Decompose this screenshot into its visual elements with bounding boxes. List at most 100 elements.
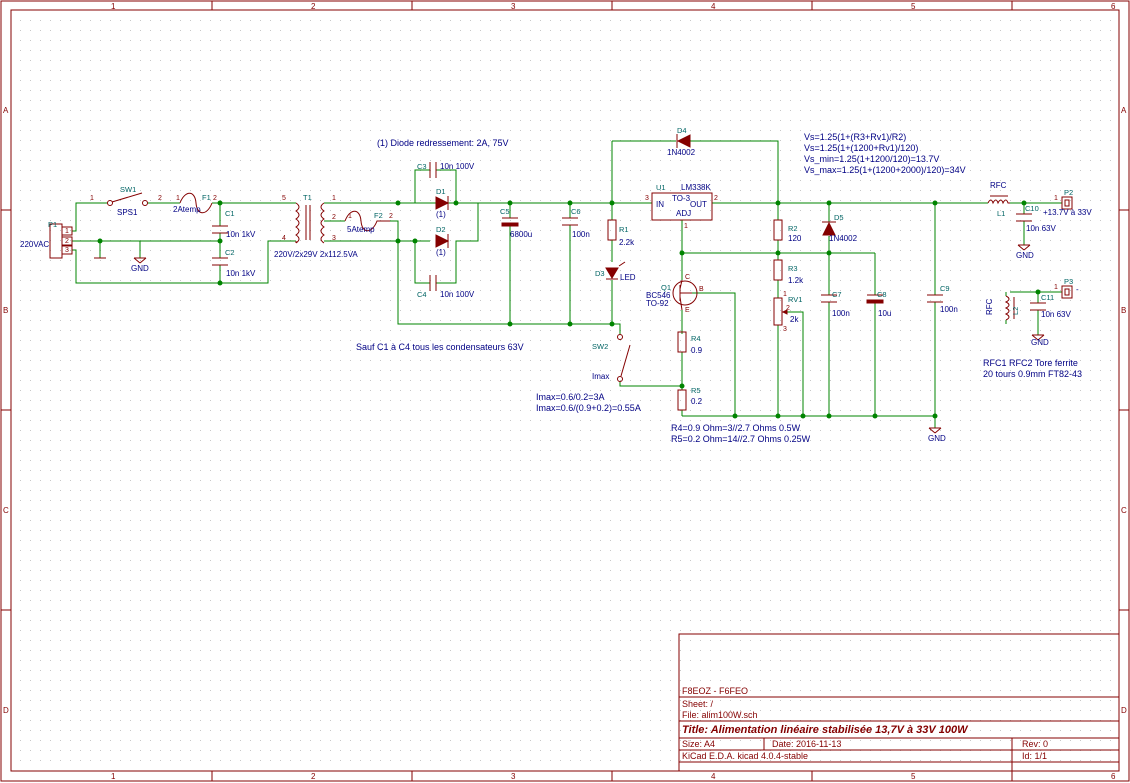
p1-pin2: 2	[65, 238, 69, 245]
inductor-l2: L2 RFC	[985, 295, 1020, 321]
gnd-label-2: GND	[928, 434, 946, 443]
diode-d1: D1 (1)	[435, 187, 450, 219]
f2-value: 5Atemp	[347, 225, 375, 234]
c1-value: 10n 1kV	[226, 230, 256, 239]
c1-ref: C1	[225, 209, 235, 218]
c5-value: 6800u	[510, 230, 532, 239]
notes: (1) Diode redressement: 2A, 75V Sauf C1 …	[356, 132, 1082, 444]
r5-ref: R5	[691, 386, 701, 395]
q1-pin-c: C	[685, 274, 690, 281]
c10-ref: C10	[1025, 204, 1039, 213]
title-block-sheet: Sheet: /	[682, 699, 714, 709]
r5-value: 0.2	[691, 397, 703, 406]
q1-pin-e: E	[685, 307, 690, 314]
imax-line-1: Imax=0.6/0.2=3A	[536, 392, 605, 402]
formula-line-1: Vs=1.25(1+(R3+Rv1)/R2)	[804, 132, 906, 142]
gnd-symbol-4: GND	[1016, 244, 1034, 260]
diode-d4: D4 1N4002	[667, 126, 696, 157]
l1-ref: L1	[997, 209, 1005, 218]
rv1-ref: RV1	[788, 295, 802, 304]
d2-value: (1)	[436, 248, 446, 257]
u1-pin-out: 2	[714, 195, 718, 202]
gnd-label-3: GND	[1016, 251, 1034, 260]
p1-ref: P1	[48, 220, 57, 229]
r4-ref: R4	[691, 334, 701, 343]
p2-value: +13.7V à 33V	[1043, 208, 1092, 217]
t1-pin2: 2	[332, 214, 336, 221]
col-label-3: 3	[511, 2, 516, 11]
gnd-label-1: GND	[131, 264, 149, 273]
c6-value: 100n	[572, 230, 590, 239]
f2-ref: F2	[374, 211, 383, 220]
connector-p2: P2 1 +13.7V à 33V	[1043, 188, 1092, 217]
connector-p1: P1 220VAC 1 2 3	[20, 220, 73, 259]
q1-value: BC546	[646, 291, 671, 300]
wires	[72, 140, 1062, 428]
c8-value: 10u	[878, 309, 891, 318]
c11-value: 10n 63V	[1041, 310, 1071, 319]
p1-pin3: 3	[65, 247, 69, 254]
diode-note: (1) Diode redressement: 2A, 75V	[377, 138, 509, 148]
f1-pin2: 2	[213, 195, 217, 202]
col-label-2-bottom: 2	[311, 772, 316, 781]
capacitor-c8: C8 10u	[866, 290, 891, 318]
col-label-6: 6	[1111, 2, 1116, 11]
u1-pin-in: 3	[645, 195, 649, 202]
sw1-pin1: 1	[90, 195, 94, 202]
u1-pin-adj: 1	[684, 223, 688, 230]
switch-sw2: SW2 Imax	[592, 334, 631, 382]
gnd-label-4: GND	[1031, 338, 1049, 347]
r1-value: 2.2k	[619, 238, 635, 247]
c9-ref: C9	[940, 284, 950, 293]
c7-ref: C7	[832, 290, 842, 299]
row-label-b-right: B	[1121, 306, 1126, 315]
r2-ref: R2	[788, 224, 798, 233]
title-block-file: File: alim100W.sch	[682, 710, 758, 720]
c2-ref: C2	[225, 248, 235, 257]
l1-value: RFC	[990, 181, 1007, 190]
title-block-tool: KiCad E.D.A. kicad 4.0.4-stable	[682, 751, 808, 761]
q1-pin-b: B	[699, 286, 704, 293]
rv1-pin1: 1	[783, 291, 787, 298]
f1-pin1: 1	[176, 195, 180, 202]
sw2-ref: SW2	[592, 342, 608, 351]
c3-ref: C3	[417, 162, 427, 171]
row-label-d: D	[3, 706, 9, 715]
u1-adj-label: ADJ	[676, 209, 691, 218]
rfc-note-2: 20 tours 0.9mm FT82-43	[983, 369, 1082, 379]
f2-pin2: 2	[389, 213, 393, 220]
p2-ref: P2	[1064, 188, 1073, 197]
title-block-title: Title: Alimentation linéaire stabilisée …	[682, 724, 969, 736]
d3-ref: D3	[595, 269, 605, 278]
sw1-value: SPS1	[117, 208, 138, 217]
col-label-6-bottom: 6	[1111, 772, 1116, 781]
c8-ref: C8	[877, 290, 887, 299]
c10-value: 10n 63V	[1026, 224, 1056, 233]
t1-pin3: 3	[332, 235, 336, 242]
d1-value: (1)	[436, 210, 446, 219]
rv1-pin2: 2	[786, 305, 790, 312]
u1-out-label: OUT	[690, 200, 707, 209]
c7-value: 100n	[832, 309, 850, 318]
c3-value: 10n 100V	[440, 162, 475, 171]
gnd-symbol-3: GND	[928, 427, 946, 443]
q1-ref: Q1	[661, 283, 671, 292]
q1-package: TO-92	[646, 299, 669, 308]
led-d3: D3 LED	[595, 261, 636, 282]
c11-ref: C11	[1041, 293, 1054, 302]
c4-value: 10n 100V	[440, 290, 475, 299]
regulator-u1: U1 LM338K TO-3 IN OUT ADJ 3 2 1	[645, 183, 718, 230]
d5-ref: D5	[834, 213, 844, 222]
capacitor-c5: C5 6800u	[500, 207, 532, 239]
col-label-3-bottom: 3	[511, 772, 516, 781]
fuse-f1: F1 2Atemp 1 2	[173, 192, 217, 214]
d3-value: LED	[620, 273, 636, 282]
t1-ref: T1	[303, 193, 312, 202]
c9-value: 100n	[940, 305, 958, 314]
switch-sw1: SW1 SPS1 1 2	[90, 185, 162, 217]
fuse-f2: F2 5Atemp 1 2	[344, 210, 393, 234]
capacitor-c11: C11 10n 63V	[1030, 293, 1071, 319]
r5-note: R5=0.2 Ohm=14//2.7 Ohms 0.25W	[671, 434, 811, 444]
